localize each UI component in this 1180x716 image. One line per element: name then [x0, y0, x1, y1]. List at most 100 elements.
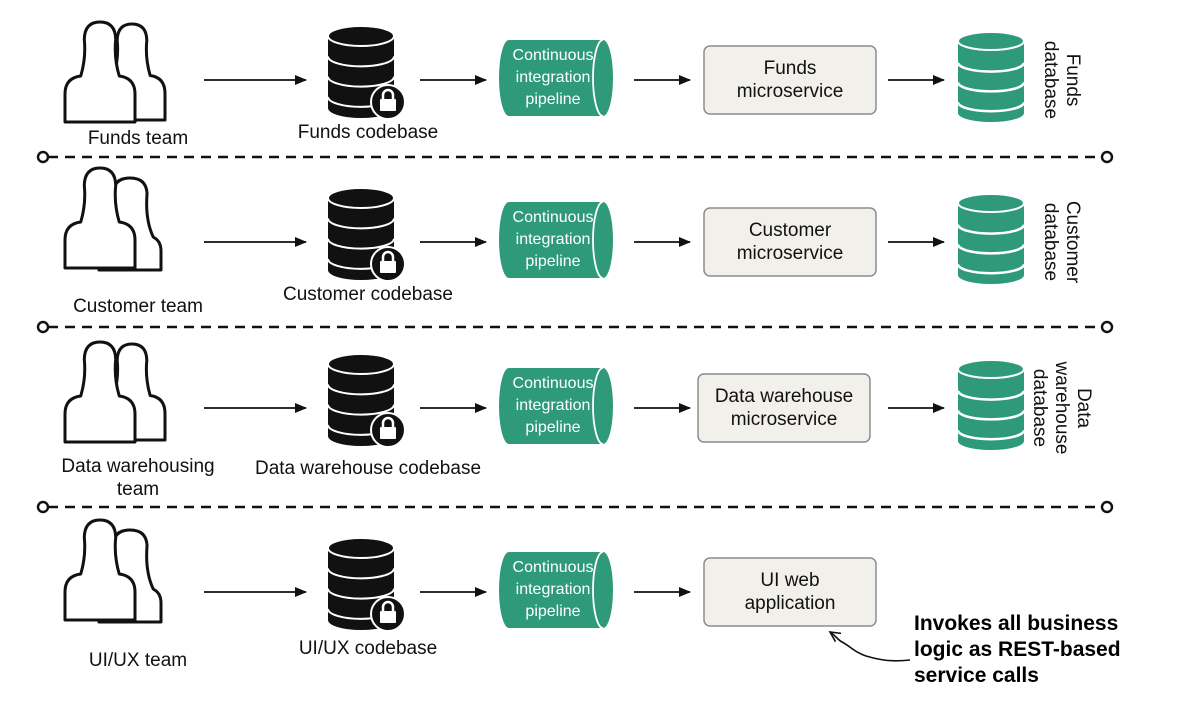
person-front-icon	[63, 20, 137, 124]
codebase-label-line: Data warehouse codebase	[255, 458, 481, 479]
service-label-line: UI web	[760, 570, 819, 591]
separator-endpoint	[36, 150, 50, 164]
pipeline-label-line: Continuous	[513, 209, 594, 226]
pipeline-end	[592, 201, 604, 279]
database-label-line: database	[1040, 41, 1061, 119]
codebase-top	[327, 537, 395, 559]
lock-shackle	[381, 416, 395, 427]
database-body	[958, 360, 1024, 450]
team-label-line: Funds team	[88, 128, 188, 149]
team-label: Funds team	[88, 128, 188, 149]
lock-icon	[370, 246, 406, 282]
codebase: Customer codebase	[283, 187, 453, 305]
codebase-label: UI/UX codebase	[299, 638, 437, 659]
database-label: Fundsdatabase	[1040, 41, 1083, 119]
lock-shackle	[381, 600, 395, 611]
person-front-icon	[63, 166, 137, 270]
database-label-line: Funds	[1062, 54, 1083, 107]
database-ring	[956, 390, 1026, 401]
separator-endpoint	[36, 500, 50, 514]
lock-body	[380, 611, 396, 623]
database-ring	[956, 244, 1026, 255]
annotation-arrow	[830, 632, 911, 662]
pipeline: Continuous integration pipeline	[499, 201, 613, 279]
pipeline-label-line: pipeline	[525, 603, 580, 620]
database-ring	[956, 263, 1026, 275]
pipeline-label-line: integration	[516, 231, 591, 248]
pipeline-body	[499, 552, 613, 628]
codebase-label-line: Funds codebase	[298, 122, 439, 143]
lane-separator	[36, 320, 1114, 334]
database-label-line: warehouse	[1051, 361, 1072, 455]
pipeline-label-line: pipeline	[525, 253, 580, 270]
database: Datawarehousedatabase	[956, 359, 1094, 455]
codebase: UI/UX codebase	[299, 537, 437, 659]
database-label: Datawarehousedatabase	[1029, 361, 1094, 455]
separator-endpoint	[36, 320, 50, 334]
team: Customer team	[63, 166, 203, 317]
lock-icon	[370, 596, 406, 632]
team-label: Customer team	[73, 296, 203, 317]
annotation-text-line: Invokes all business	[914, 612, 1118, 635]
service-box-frame	[697, 373, 871, 443]
service-label-line: Customer	[749, 220, 832, 241]
database: Fundsdatabase	[956, 31, 1083, 122]
pipeline-label-line: pipeline	[525, 419, 580, 436]
service-box-frame	[703, 207, 877, 277]
separator-endpoint	[1100, 500, 1114, 514]
lock-body	[380, 261, 396, 273]
service-box-frame	[703, 45, 877, 115]
lock-icon	[370, 84, 406, 120]
pipeline-label-line: Continuous	[513, 559, 594, 576]
team-people-icon	[63, 340, 167, 444]
pipeline-label: Continuous integration pipeline	[513, 209, 594, 270]
database-ring	[956, 429, 1026, 441]
service-label-line: Funds	[764, 58, 817, 79]
pipeline-end	[592, 367, 604, 445]
lock-icon	[370, 412, 406, 448]
pipeline-label-line: pipeline	[525, 91, 580, 108]
lane-separator	[36, 500, 1114, 514]
service-label-line: microservice	[737, 81, 844, 102]
pipeline-label-line: integration	[516, 397, 591, 414]
team-label-line: team	[117, 479, 159, 500]
database-label-line: Data	[1073, 388, 1094, 429]
pipeline: Continuous integration pipeline	[499, 551, 613, 629]
person-front-icon	[63, 518, 137, 622]
database: Customerdatabase	[956, 193, 1083, 284]
separator-endpoint	[1100, 320, 1114, 334]
service-box-frame	[703, 557, 877, 627]
service-label-line: microservice	[737, 243, 844, 264]
pipeline-label-line: integration	[516, 581, 591, 598]
database-label: Customerdatabase	[1040, 201, 1083, 284]
database-label-line: database	[1040, 203, 1061, 281]
codebase: Data warehouse codebase	[255, 353, 481, 479]
lane-separator	[36, 150, 1114, 164]
codebase-ring	[327, 76, 395, 88]
database-top	[957, 359, 1025, 379]
service-label-line: application	[745, 593, 836, 614]
person-front-icon	[63, 340, 137, 444]
lock-shackle	[381, 88, 395, 99]
lock-shackle	[381, 250, 395, 261]
pipeline-end	[592, 551, 604, 629]
annotation-text-line: logic as REST-based	[914, 638, 1121, 661]
team-label-line: Data warehousing	[61, 456, 214, 477]
database-top	[957, 193, 1025, 213]
service-label-line: Data warehouse	[715, 386, 853, 407]
